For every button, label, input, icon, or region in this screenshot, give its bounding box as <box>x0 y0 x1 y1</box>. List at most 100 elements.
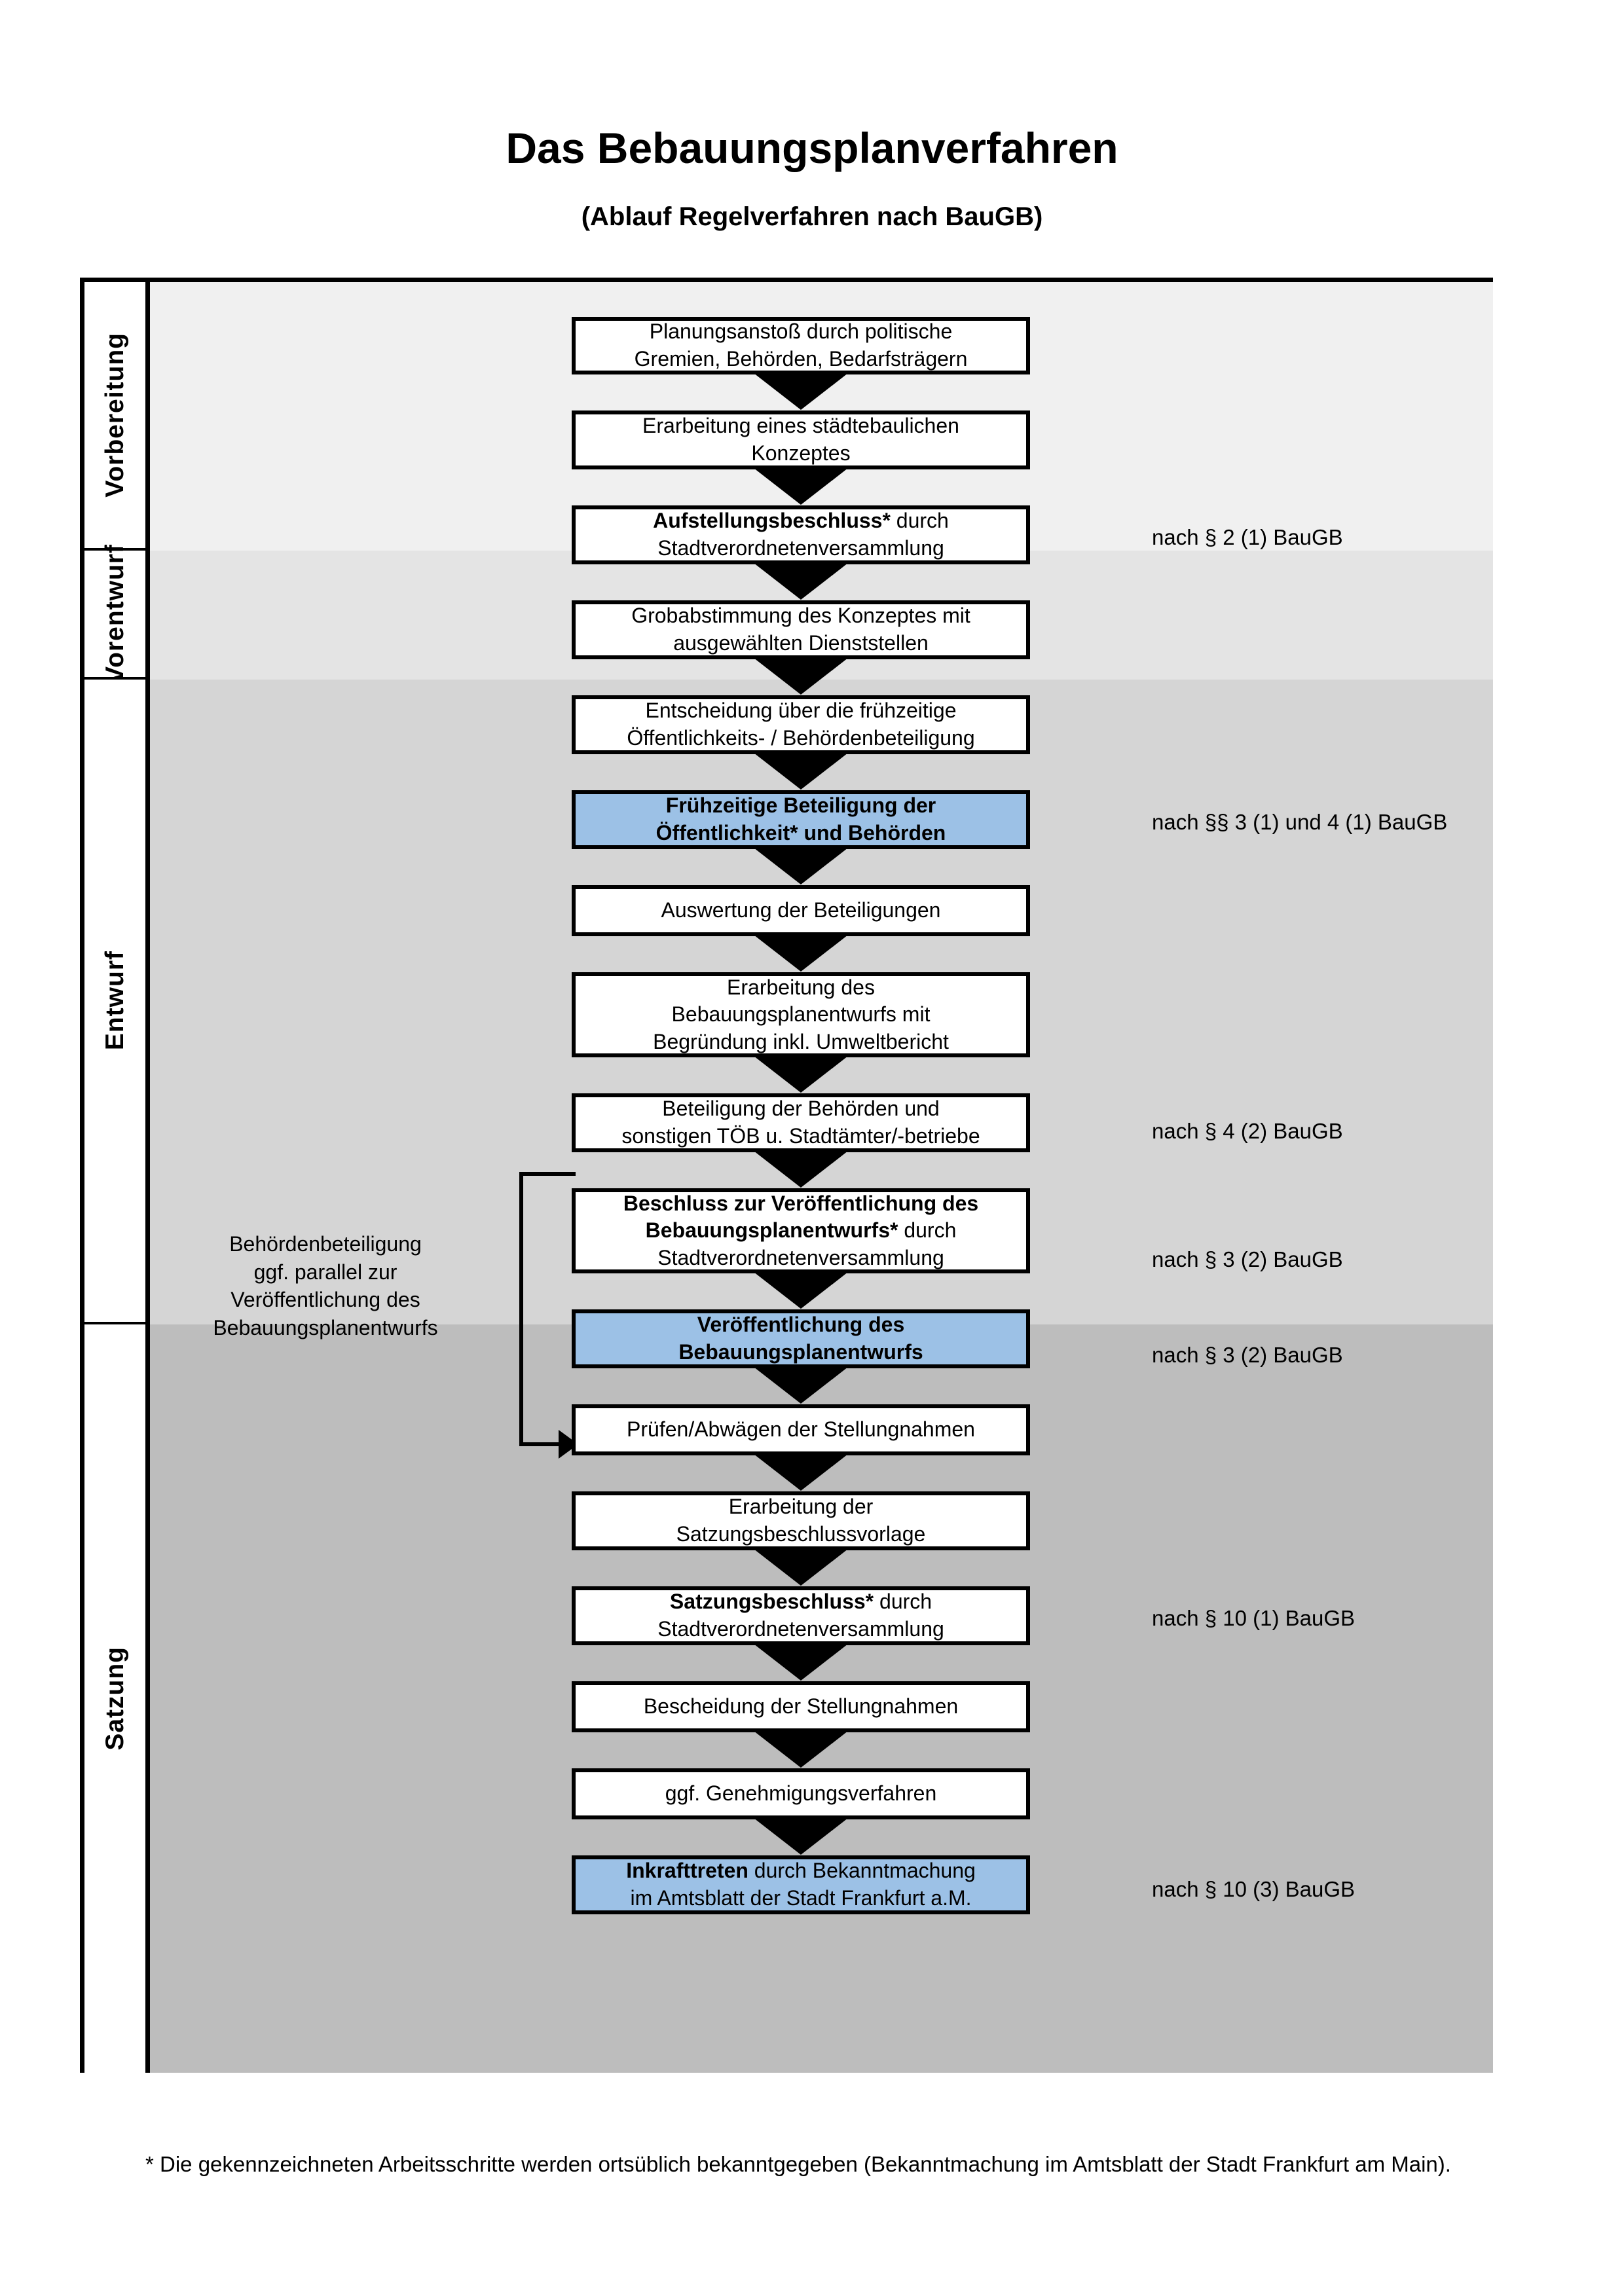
step-box-satzungsbeschluss[interactable]: Satzungsbeschluss* durch Stadtverordnete… <box>572 1586 1030 1645</box>
phase-cell-satzung: Satzung <box>84 1324 145 2073</box>
step-line-2: Öffentlichkeits- / Behördenbeteiligung <box>627 726 975 750</box>
step-line-1: Entscheidung über die frühzeitige <box>645 699 957 723</box>
phase-cell-entwurf: Entwurf <box>84 680 145 1324</box>
step-box-entscheidung[interactable]: Entscheidung über die frühzeitige Öffent… <box>572 695 1030 754</box>
side-note-line-3: Veröffentlichung des <box>231 1288 420 1312</box>
step-rest-text: durch <box>890 509 949 533</box>
step-line-1: Frühzeitige Beteiligung der <box>665 793 936 818</box>
legal-note-par3-4: nach §§ 3 (1) und 4 (1) BauGB <box>1152 810 1448 834</box>
step-line-1: Inkrafttreten durch Bekanntmachung <box>626 1857 976 1885</box>
step-rest-text: durch <box>874 1590 932 1614</box>
side-note-line-4: Bebauungsplanentwurfs <box>213 1315 438 1339</box>
feedback-loop-bottom-segment <box>519 1442 560 1446</box>
arrow-down-icon-11 <box>754 1367 848 1404</box>
legal-note-par3-2b: nach § 3 (2) BauGB <box>1152 1343 1343 1367</box>
legal-note-par4-2: nach § 4 (2) BauGB <box>1152 1119 1343 1143</box>
step-line-2: Bebauungsplanentwurfs <box>678 1340 923 1364</box>
step-line-1: Satzungsbeschluss* durch <box>657 1588 944 1616</box>
step-box-beteiligung-toeb[interactable]: Beteiligung der Behörden und sonstigen T… <box>572 1093 1030 1152</box>
arrow-down-icon-8 <box>754 1056 848 1093</box>
step-box-inkrafttreten[interactable]: Inkrafttreten durch Bekanntmachung im Am… <box>572 1855 1030 1914</box>
step-box-veroeffentlichung[interactable]: Veröffentlichung des Bebauungsplanentwur… <box>572 1309 1030 1368</box>
arrow-down-icon-1 <box>754 373 848 410</box>
side-note-line-1: Behördenbeteiligung <box>229 1232 422 1256</box>
step-line-1: Prüfen/Abwägen der Stellungnahmen <box>627 1417 975 1442</box>
step-line-2: sonstigen TÖB u. Stadtämter/-betriebe <box>621 1124 980 1148</box>
step-box-pruefen-abwaegen[interactable]: Prüfen/Abwägen der Stellungnahmen <box>572 1404 1030 1455</box>
step-bold-text: Satzungsbeschluss* <box>669 1590 874 1614</box>
arrow-down-icon-16 <box>754 1818 848 1855</box>
step-box-erarbeitung-bplan[interactable]: Erarbeitung des Bebauungsplanentwurfs mi… <box>572 972 1030 1057</box>
step-line-2: Konzeptes <box>751 441 851 465</box>
arrow-down-icon-3 <box>754 563 848 600</box>
step-box-grobabstimmung[interactable]: Grobabstimmung des Konzeptes mit ausgewä… <box>572 600 1030 659</box>
step-line-1: Beschluss zur Veröffentlichung des <box>623 1191 979 1215</box>
step-line-2: Bebauungsplanentwurfs mit <box>671 1002 931 1027</box>
page-subtitle: (Ablauf Regelverfahren nach BauGB) <box>581 202 1043 231</box>
arrow-down-icon-2 <box>754 468 848 505</box>
arrow-down-icon-12 <box>754 1454 848 1491</box>
legal-note-par10-3: nach § 10 (3) BauGB <box>1152 1877 1356 1901</box>
step-line-1: ggf. Genehmigungsverfahren <box>665 1781 937 1806</box>
step-line-2: Stadtverordnetenversammlung <box>657 1617 944 1641</box>
step-bold-text: Aufstellungsbeschluss* <box>653 509 891 533</box>
side-note-line-2: ggf. parallel zur <box>253 1260 397 1284</box>
phase-label-satzung: Satzung <box>100 1647 129 1751</box>
step-line-1: Auswertung der Beteiligungen <box>661 898 941 922</box>
step-line-1: Aufstellungsbeschluss* durch <box>653 507 949 535</box>
step-box-beschluss-veroeffentlichung[interactable]: Beschluss zur Veröffentlichung des Bebau… <box>572 1188 1030 1273</box>
arrow-down-icon-15 <box>754 1731 848 1768</box>
step-line-1: Grobabstimmung des Konzeptes mit <box>631 604 970 628</box>
page-title: Das Bebauungsplanverfahren <box>506 124 1118 172</box>
step-box-bescheidung[interactable]: Bescheidung der Stellungnahmen <box>572 1681 1030 1732</box>
step-line-2: im Amtsblatt der Stadt Frankfurt a.M. <box>630 1886 972 1910</box>
step-line-2: Gremien, Behörden, Bedarfsträgern <box>634 347 968 371</box>
step-box-aufstellungsbeschluss[interactable]: Aufstellungsbeschluss* durch Stadtverord… <box>572 505 1030 564</box>
step-line-2: Satzungsbeschlussvorlage <box>676 1522 926 1546</box>
step-line-3: Stadtverordnetenversammlung <box>657 1245 944 1269</box>
phase-column: Vorbereitung Vorentwurf Entwurf Satzung <box>84 282 150 2073</box>
legal-note-par2: nach § 2 (1) BauGB <box>1152 525 1343 549</box>
step-line-1: Bescheidung der Stellungnahmen <box>643 1694 959 1719</box>
step-box-auswertung[interactable]: Auswertung der Beteiligungen <box>572 885 1030 936</box>
step-box-satzungsvorlage[interactable]: Erarbeitung der Satzungsbeschlussvorlage <box>572 1491 1030 1550</box>
step-line-2: Stadtverordnetenversammlung <box>657 536 944 560</box>
phase-label-vorbereitung: Vorbereitung <box>100 333 129 498</box>
flowchart-frame: Vorbereitung Vorentwurf Entwurf Satzung … <box>80 278 1493 2073</box>
arrow-down-icon-9 <box>754 1151 848 1188</box>
phase-cell-vorentwurf: Vorentwurf <box>84 544 145 683</box>
step-line-3: Begründung inkl. Umweltbericht <box>653 1029 949 1053</box>
step-line-1: Beteiligung der Behörden und <box>662 1097 940 1121</box>
step-line-2: ausgewählten Dienststellen <box>673 631 929 655</box>
step-line-2: Bebauungsplanentwurfs* durch <box>623 1217 978 1245</box>
step-box-planungsanstoss[interactable]: Planungsanstoß durch politische Gremien,… <box>572 317 1030 374</box>
arrow-down-icon-4 <box>754 658 848 695</box>
arrow-down-icon-14 <box>754 1644 848 1681</box>
step-rest-text: durch Bekanntmachung <box>748 1859 976 1883</box>
step-line-1: Erarbeitung des <box>727 975 875 999</box>
step-box-konzept[interactable]: Erarbeitung eines städtebaulichen Konzep… <box>572 410 1030 469</box>
arrow-down-icon-10 <box>754 1272 848 1309</box>
step-box-genehmigungsverfahren[interactable]: ggf. Genehmigungsverfahren <box>572 1768 1030 1819</box>
feedback-loop-top-segment <box>519 1172 576 1176</box>
legal-note-par10-1: nach § 10 (1) BauGB <box>1152 1606 1356 1630</box>
step-box-fruehzeitige-beteiligung[interactable]: Frühzeitige Beteiligung der Öffentlichke… <box>572 790 1030 849</box>
arrow-down-icon-6 <box>754 848 848 884</box>
side-note-behoerdenbeteiligung: Behördenbeteiligung ggf. parallel zur Ve… <box>172 1230 479 1341</box>
step-line-1: Erarbeitung eines städtebaulichen <box>642 414 959 438</box>
step-bold-text: Bebauungsplanentwurfs* <box>645 1218 898 1243</box>
arrow-down-icon-7 <box>754 935 848 972</box>
step-bold-text: Inkrafttreten <box>626 1859 748 1883</box>
step-line-1: Veröffentlichung des <box>697 1313 905 1337</box>
arrow-down-icon-13 <box>754 1549 848 1586</box>
phase-label-entwurf: Entwurf <box>100 951 129 1051</box>
step-line-2: Öffentlichkeit* und Behörden <box>655 821 946 845</box>
footnote-text: * Die gekennzeichneten Arbeitsschritte w… <box>145 2152 1451 2176</box>
phase-cell-vorbereitung: Vorbereitung <box>84 282 145 551</box>
step-line-1: Planungsanstoß durch politische <box>649 319 953 344</box>
step-line-1: Erarbeitung der <box>728 1495 874 1519</box>
feedback-loop-left-segment <box>519 1172 523 1446</box>
phase-label-vorentwurf: Vorentwurf <box>100 544 129 683</box>
title-block: Das Bebauungsplanverfahren (Ablauf Regel… <box>0 124 1624 232</box>
step-rest-text: durch <box>898 1218 957 1243</box>
